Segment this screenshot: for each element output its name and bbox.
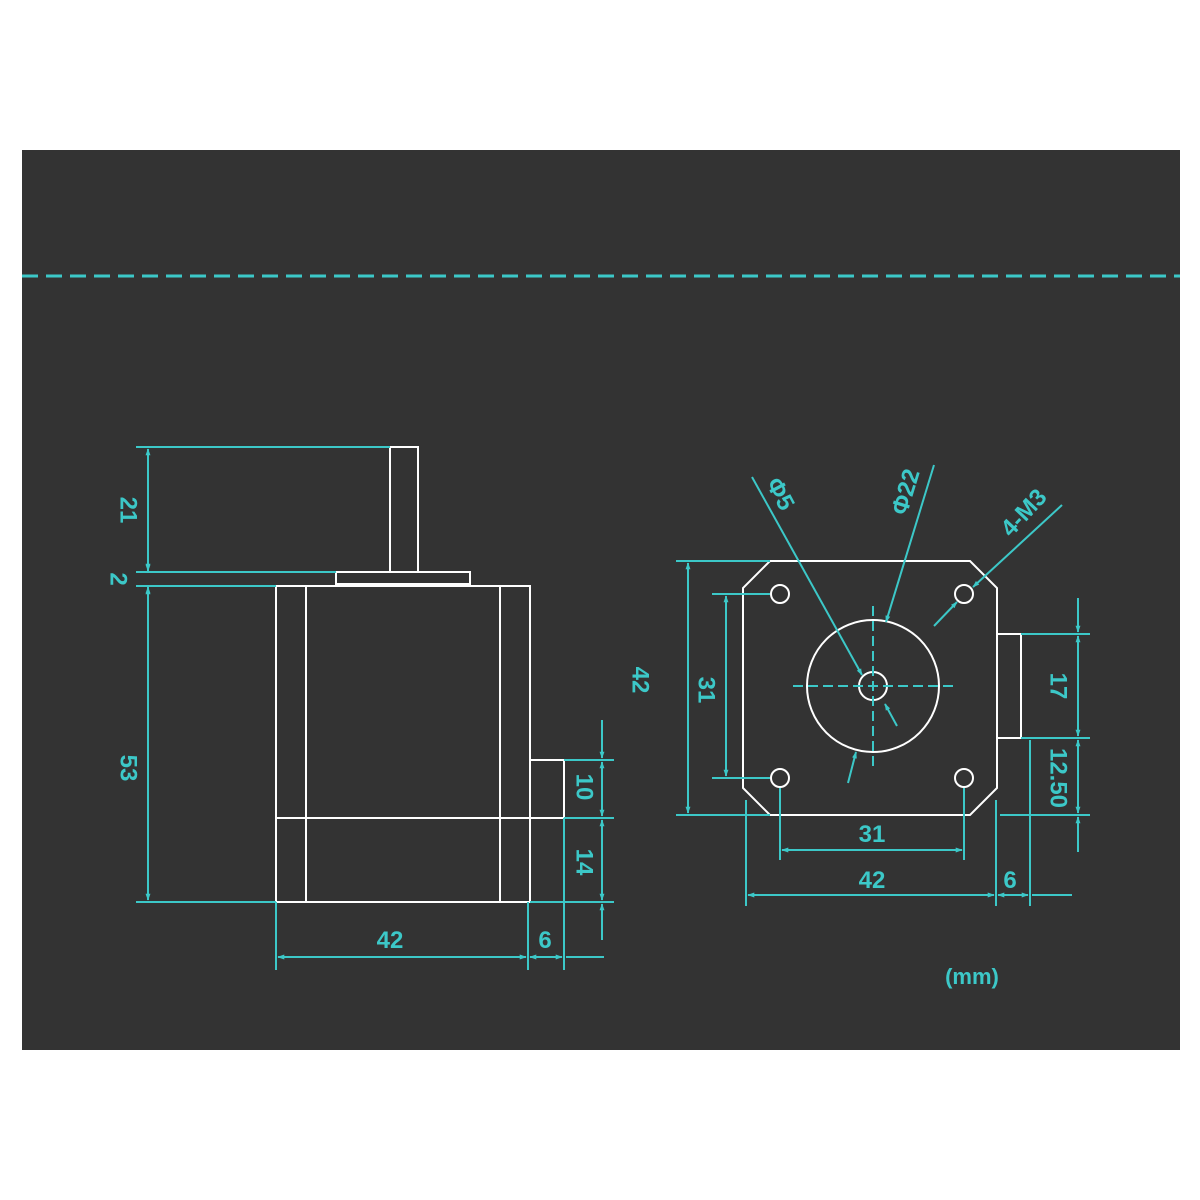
body-length-label: 53 — [115, 755, 142, 782]
side-view — [275, 446, 565, 903]
boss-diameter-leader — [885, 464, 935, 623]
boss-circle — [806, 619, 940, 753]
motor-body-outline — [275, 585, 531, 903]
connector-upper-label: 10 — [571, 774, 598, 801]
units-label: (mm) — [945, 964, 999, 989]
boss-height-label: 2 — [105, 572, 132, 585]
front-view — [742, 560, 1022, 816]
hole-spacing-vertical-label: 31 — [693, 677, 720, 704]
mounting-boss-outline — [335, 571, 471, 585]
connector-height-label: 17 — [1045, 673, 1072, 700]
front-connector-outline — [996, 633, 1022, 739]
side-width-label: 42 — [377, 927, 404, 954]
shaft-length-label: 21 — [115, 497, 142, 524]
front-view-labels: Φ5 Φ22 4-M3 31 31 42 6 17 12.50 (mm) — [693, 466, 1072, 989]
connector-gap-label: 12.50 — [1045, 748, 1072, 808]
front-width-label: 42 — [859, 867, 886, 894]
mount-hole-top-right — [954, 584, 974, 604]
side-view-dimensions — [136, 446, 614, 970]
mount-hole-bottom-right — [954, 768, 974, 788]
front-view-dimensions — [676, 464, 1090, 906]
connector-lower-label: 14 — [571, 849, 598, 876]
mount-hole-bottom-left — [770, 768, 790, 788]
mount-hole-leader — [972, 504, 1063, 588]
side-right-label: 42 — [627, 667, 654, 694]
hole-spacing-horizontal-label: 31 — [859, 821, 886, 848]
connector-outline — [529, 759, 565, 819]
shaft-diameter-leader — [751, 476, 863, 676]
side-connector-offset-label: 6 — [538, 927, 551, 954]
mount-hole-top-left — [770, 584, 790, 604]
faceplate-outline — [742, 560, 998, 816]
side-view-labels: 21 2 53 42 6 10 14 42 — [105, 497, 654, 954]
front-connector-offset-label: 6 — [1003, 867, 1016, 894]
